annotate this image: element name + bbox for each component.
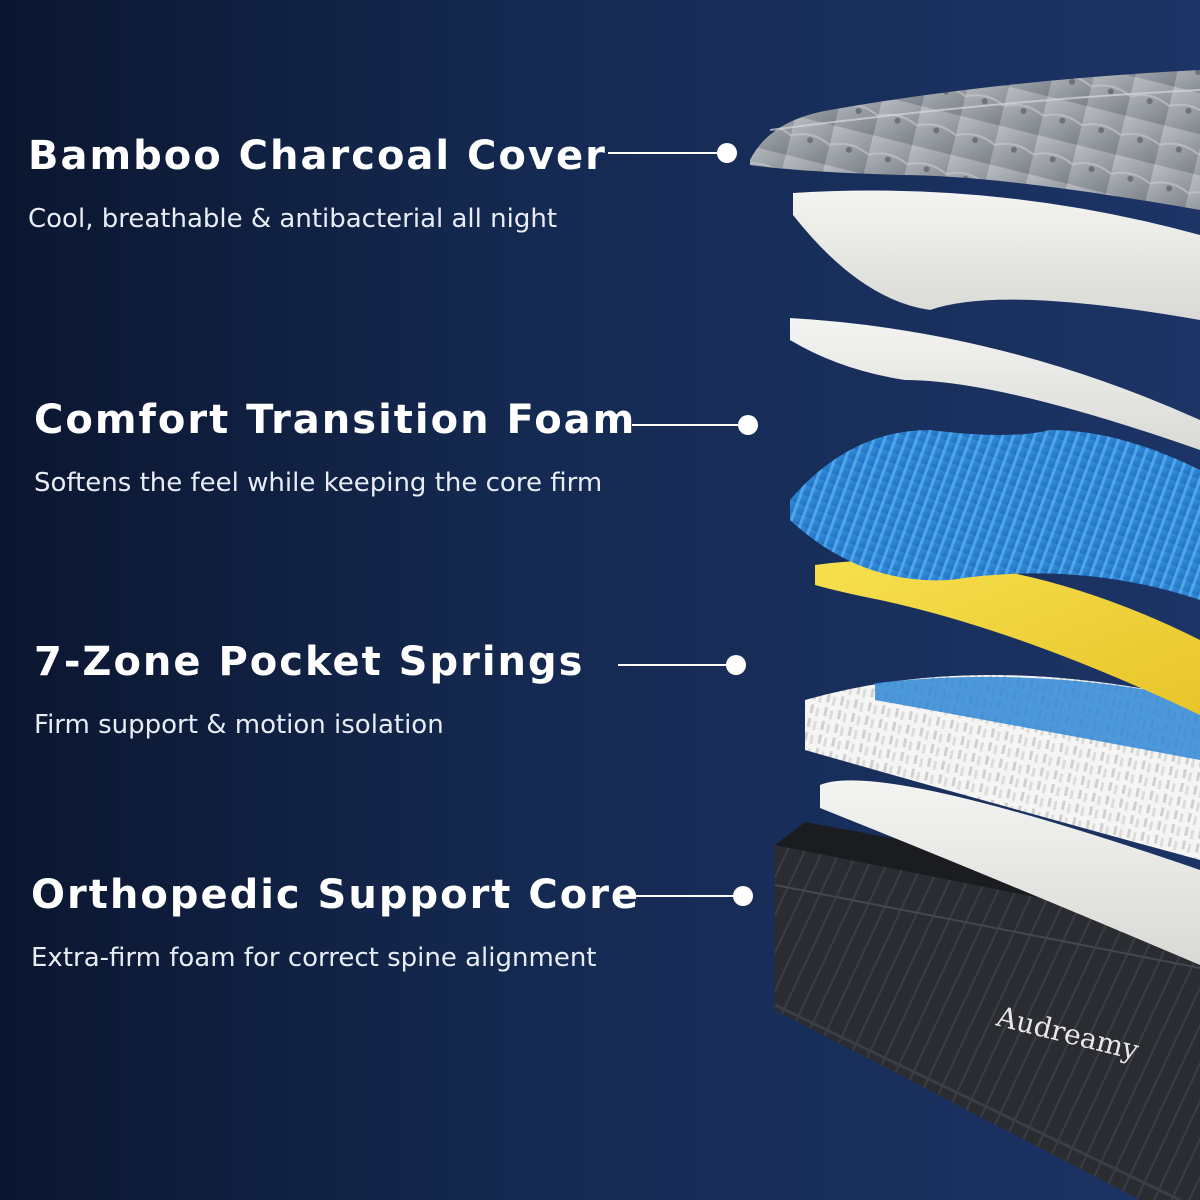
leader-line xyxy=(632,424,747,426)
feature-bamboo-charcoal-cover: Bamboo Charcoal Cover Cool, breathable &… xyxy=(28,136,607,232)
feature-description: Softens the feel while keeping the core … xyxy=(34,468,603,498)
blue-ribbed-foam-layer xyxy=(790,430,1200,600)
feature-title: Bamboo Charcoal Cover xyxy=(28,133,607,179)
white-foam-middle xyxy=(790,318,1200,450)
leader-line xyxy=(618,664,736,666)
feature-7-zone-pocket-springs: 7-Zone Pocket Springs Firm support & mot… xyxy=(34,642,584,738)
feature-title: 7-Zone Pocket Springs xyxy=(34,639,585,685)
leader-dot xyxy=(738,415,758,435)
feature-description: Firm support & motion isolation xyxy=(34,710,444,740)
white-foam-bottom xyxy=(820,780,1200,965)
leader-dot xyxy=(717,143,737,163)
feature-description: Extra-firm foam for correct spine alignm… xyxy=(31,943,597,973)
leader-line xyxy=(608,152,728,154)
white-foam-upper xyxy=(793,190,1200,320)
leader-line xyxy=(625,895,745,897)
leader-dot xyxy=(726,655,746,675)
yellow-foam-layer xyxy=(815,560,1200,715)
pocket-springs-layer xyxy=(805,675,1200,860)
leader-dot xyxy=(733,886,753,906)
feature-comfort-transition-foam: Comfort Transition Foam Softens the feel… xyxy=(34,400,636,496)
feature-title: Orthopedic Support Core xyxy=(31,872,641,918)
quilted-cover-layer xyxy=(750,70,1200,210)
feature-title: Comfort Transition Foam xyxy=(34,397,637,443)
feature-description: Cool, breathable & antibacterial all nig… xyxy=(28,204,558,234)
feature-orthopedic-support-core: Orthopedic Support Core Extra-firm foam … xyxy=(31,875,640,971)
